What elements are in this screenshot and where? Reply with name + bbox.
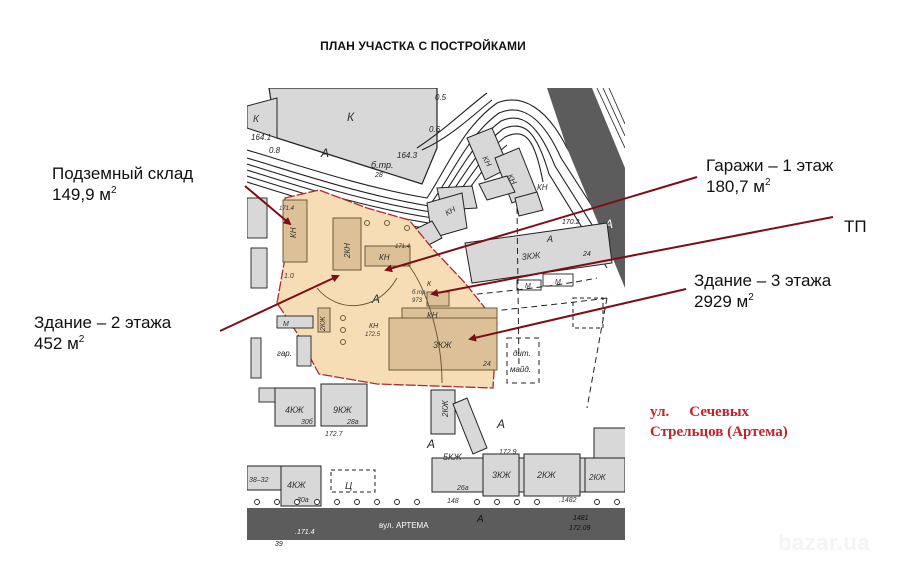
svg-text:4КЖ: 4КЖ: [285, 405, 304, 415]
svg-text:А: А: [496, 417, 505, 431]
svg-text:170.2: 170.2: [562, 219, 580, 226]
svg-text:28а: 28а: [346, 419, 359, 426]
svg-text:М: М: [283, 321, 289, 328]
svg-text:3КЖ: 3КЖ: [433, 340, 452, 350]
svg-text:А: А: [371, 292, 380, 306]
svg-text:171.4: 171.4: [395, 244, 411, 250]
svg-text:КН: КН: [379, 253, 390, 262]
callout-transformer: ТП: [844, 217, 867, 236]
svg-text:2КЖ: 2КЖ: [588, 473, 606, 482]
svg-text:0.5: 0.5: [435, 93, 447, 102]
svg-text:973: 973: [412, 298, 423, 304]
svg-text:24: 24: [582, 251, 591, 258]
svg-text:2КЖ: 2КЖ: [441, 400, 450, 418]
callout-garages: Гаражи – 1 этаж 180,7 м2: [706, 156, 834, 196]
svg-text:2КЖ: 2КЖ: [536, 470, 556, 480]
callout-underground-warehouse: Подземный склад 149,9 м2: [52, 164, 194, 204]
svg-text:К: К: [347, 110, 355, 124]
page-title: ПЛАН УЧАСТКА С ПОСТРОЙКАМИ: [320, 39, 526, 53]
svg-text:Ц: Ц: [345, 481, 352, 492]
svg-text:.1482: .1482: [559, 497, 577, 504]
svg-text:0.6: 0.6: [429, 125, 441, 134]
svg-text:К: К: [253, 114, 260, 125]
site-plan-map: К К 164.1 0.8 А 164.3 б.тр. 28 0.5 0.6 А: [247, 88, 625, 548]
building-4kzh-30b: [274, 387, 316, 427]
svg-text:майд.: майд.: [510, 365, 531, 374]
svg-text:А: А: [546, 234, 553, 244]
street-artema-road: [247, 508, 625, 540]
svg-text:38–32: 38–32: [249, 477, 269, 484]
svg-text:2КЖ: 2КЖ: [320, 316, 327, 332]
svg-text:39: 39: [275, 541, 283, 548]
svg-text:4КЖ: 4КЖ: [287, 480, 306, 490]
svg-text:9КЖ: 9КЖ: [333, 405, 352, 415]
svg-text:б.тр.: б.тр.: [412, 290, 427, 296]
svg-text:А: А: [320, 146, 329, 160]
svg-text:б.тр.: б.тр.: [371, 160, 393, 170]
svg-text:А: А: [426, 437, 435, 451]
svg-text:172.5: 172.5: [365, 332, 381, 338]
svg-text:2КН: 2КН: [343, 243, 352, 259]
svg-text:164.1: 164.1: [251, 133, 271, 142]
watermark: bazar.ua: [778, 530, 871, 555]
svg-text:28: 28: [374, 172, 383, 179]
svg-text:171.4: 171.4: [279, 206, 295, 212]
svg-text:К: К: [427, 281, 432, 288]
svg-text:1.0: 1.0: [284, 273, 294, 280]
svg-text:0.8: 0.8: [269, 146, 281, 155]
svg-text:.171.4: .171.4: [295, 529, 315, 536]
callout-building-3: Здание – 3 этажа 2929 м2: [694, 271, 832, 311]
svg-text:148: 148: [447, 498, 459, 505]
svg-text:26а: 26а: [456, 485, 469, 492]
svg-text:КН: КН: [537, 183, 548, 192]
svg-text:172.09: 172.09: [569, 525, 591, 532]
svg-text:172.9: 172.9: [499, 449, 517, 456]
svg-text:5КЖ: 5КЖ: [443, 452, 462, 462]
svg-text:3КЖ: 3КЖ: [492, 470, 511, 480]
transformer-building: [426, 291, 450, 307]
svg-text:вул. АРТЕМА: вул. АРТЕМА: [379, 521, 429, 530]
svg-text:дит.: дит.: [513, 349, 531, 358]
svg-text:30а: 30а: [297, 497, 309, 504]
street-name-label: ул.Сечевых Стрельцов (Артема): [650, 404, 788, 440]
map-drawing: К К 164.1 0.8 А 164.3 б.тр. 28 0.5 0.6 А: [247, 88, 625, 548]
svg-text:гар.: гар.: [277, 349, 292, 358]
svg-text:КН: КН: [289, 227, 298, 238]
svg-text:164.3: 164.3: [397, 151, 418, 160]
svg-text:3КЖ: 3КЖ: [521, 250, 541, 262]
svg-text:А: А: [476, 514, 484, 525]
svg-text:1481: 1481: [573, 515, 589, 522]
svg-text:КН: КН: [369, 323, 379, 330]
svg-text:172.7: 172.7: [325, 431, 344, 438]
building-2-floors: [332, 217, 362, 271]
building-k: [268, 88, 438, 185]
svg-text:30б: 30б: [301, 418, 314, 426]
callout-building-2: Здание – 2 этажа 452 м2: [34, 313, 172, 353]
svg-text:24: 24: [482, 361, 491, 368]
